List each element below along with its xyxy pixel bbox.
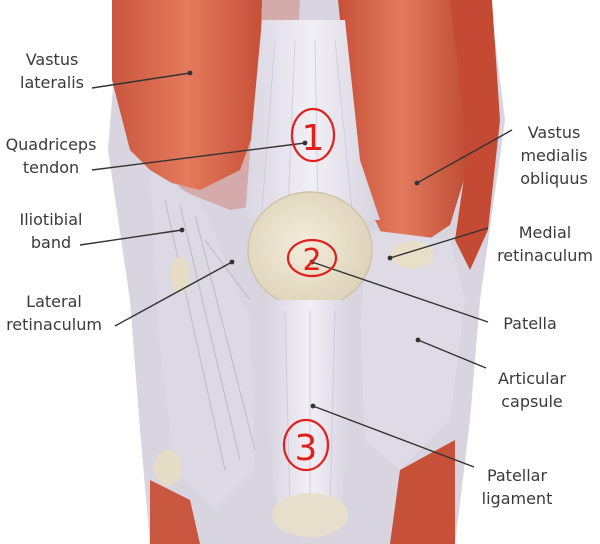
fibular-head [154,450,182,486]
label-vastus-medialis-obliquus: Vastus medialis obliquus [520,123,588,188]
fat-pad-lateral [170,257,190,293]
leader-lines [79,72,513,468]
label-vastus-lateralis: Vastus lateralis [20,50,84,92]
fat-pad-medial [390,241,434,269]
ligament-fibers [284,309,336,511]
vastus-lateralis-muscle [112,0,262,190]
mark-1-circle [290,107,336,163]
handwritten-marks [282,107,338,472]
leader-articular-capsule [417,339,487,369]
label-articular-capsule: Articular capsule [497,369,566,411]
label-lateral-retinaculum: Lateral retinaculum [6,292,102,334]
label-medial-retinaculum: Medial retinaculum [497,223,593,265]
leader-patellar-ligament [312,405,475,468]
leader-patella [311,261,489,323]
medial-retinaculum-shape [360,230,465,470]
mark-3-circle [282,418,330,472]
leader-medial-retinaculum [389,227,489,259]
leader-dots [179,70,421,409]
leader-vastus-lateralis [91,72,191,89]
leader-vastus-medialis [416,129,513,184]
mark-2-text: 2 [302,243,321,278]
quadriceps-tendon-shape [245,20,380,220]
leader-lateral-retinaculum [114,261,233,327]
vastus-medialis-muscle [338,0,478,245]
leader-iliotibial-band [79,229,183,246]
tibial-tuberosity [272,493,348,537]
mark-2-circle [286,238,338,278]
lower-leg-muscle-right [390,440,455,544]
label-patellar-ligament: Patellar ligament [481,466,553,508]
label-patella: Patella [503,314,557,333]
sartorius-strip [450,0,500,270]
label-iliotibial-band: Iliotibial band [19,210,83,252]
iliotibial-band-shape [150,170,255,510]
lower-leg-muscle-left [150,480,200,544]
tendon-fibers [261,39,353,211]
mark-1-text: 1 [302,118,325,159]
leader-quadriceps-tendon [91,142,306,171]
label-quadriceps-tendon: Quadriceps tendon [5,135,97,177]
mark-3-text: 3 [295,428,318,469]
